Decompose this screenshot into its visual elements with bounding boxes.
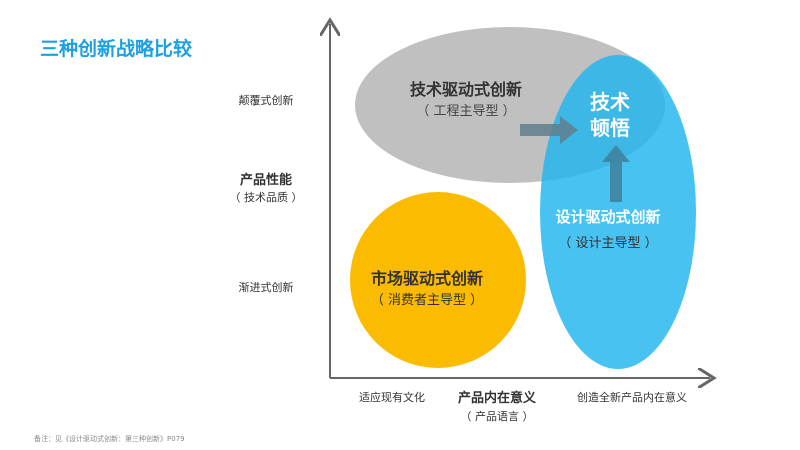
page-title: 三种创新战略比较 [40,38,193,60]
tech-region-title: 技术驱动式创新 [409,80,523,99]
design-driven-region [540,55,696,369]
x-axis-sublabel: （ 产品语言 ） [460,410,534,423]
epiphany-line1: 技术 [590,90,630,114]
y-axis-sublabel: （ 技术品质 ） [229,191,303,204]
design-region-title: 设计驱动式创新 [555,208,661,226]
x-axis-label: 产品内在意义 [457,391,537,406]
epiphany-line2: 顿悟 [590,116,630,140]
tech-region-subtitle: （ 工程主导型 ） [416,104,516,119]
design-region-subtitle: （ 设计主导型 ） [558,236,658,251]
market-driven-region [350,192,526,368]
y-tick-disruptive: 颠覆式创新 [238,94,294,107]
y-axis-label: 产品性能 [239,173,293,188]
footnote: 备注：见《设计驱动式创新：第三种创新》P079 [34,435,185,443]
arrow-up-icon [602,145,630,202]
arrow-right-icon [520,116,578,144]
market-region-title: 市场驱动式创新 [370,269,484,288]
x-tick-left: 适应现有文化 [359,391,425,404]
y-tick-incremental: 渐进式创新 [238,281,294,294]
market-region-subtitle: （ 消费者主导型 ） [370,293,484,308]
x-tick-right: 创造全新产品内在意义 [577,391,687,404]
